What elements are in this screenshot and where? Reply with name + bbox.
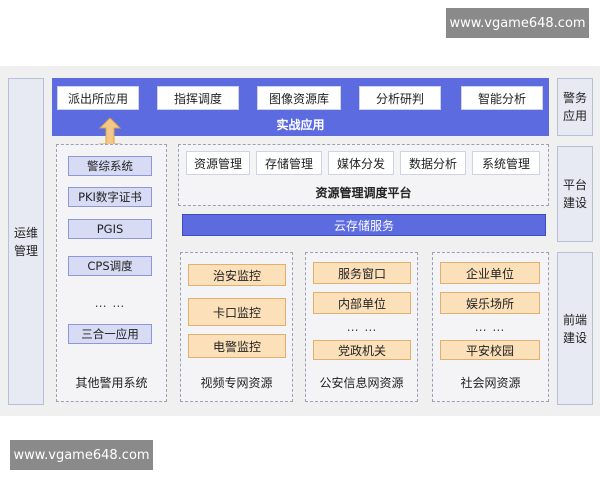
- platform-title: 资源管理调度平台: [315, 186, 412, 200]
- platform-item-3: 数据分析: [400, 151, 466, 175]
- frontend-build-bar: 前端 建设: [557, 252, 593, 405]
- police-net-item-1: 内部单位: [313, 292, 411, 314]
- police-net-ellipsis: … …: [346, 320, 378, 334]
- ops-management-bar: 运维 管理: [8, 78, 44, 405]
- police-app-line1: 警务: [562, 91, 587, 105]
- frontend-build-line1: 前端: [562, 312, 587, 327]
- social-item-last: 平安校园: [440, 340, 540, 360]
- social-net-title: 社会网资源: [460, 376, 521, 390]
- police-item-3: CPS调度: [68, 256, 152, 276]
- cloud-storage-bar: 云存储服务: [182, 214, 546, 236]
- police-net-item-0: 服务窗口: [313, 262, 411, 284]
- police-net-title: 公安信息网资源: [319, 376, 404, 390]
- police-app-bar: 警务 应用: [557, 78, 593, 136]
- video-net-title: 视频专网资源: [200, 376, 273, 390]
- police-item-1: PKI数字证书: [68, 187, 152, 207]
- platform-item-1: 存储管理: [256, 151, 322, 175]
- platform-build-line2: 建设: [562, 196, 587, 210]
- video-item-0: 治安监控: [188, 264, 286, 286]
- ops-line1: 运维: [13, 225, 38, 240]
- video-item-2: 电警监控: [188, 334, 286, 358]
- video-item-1: 卡口监控: [188, 298, 286, 326]
- frontend-build-line2: 建设: [562, 330, 587, 345]
- platform-item-4: 系统管理: [472, 151, 540, 175]
- police-ellipsis: … …: [94, 296, 126, 310]
- platform-build-line1: 平台: [562, 178, 587, 192]
- platform-item-0: 资源管理: [186, 151, 250, 175]
- platform-item-2: 媒体分发: [328, 151, 394, 175]
- combat-item-4: 智能分析: [461, 86, 543, 110]
- combat-item-0: 派出所应用: [57, 86, 139, 110]
- police-net-item-last: 党政机关: [313, 340, 411, 360]
- watermark-top: www.vgame648.com: [446, 8, 589, 38]
- social-ellipsis: … …: [474, 320, 506, 334]
- combat-item-1: 指挥调度: [157, 86, 239, 110]
- social-item-0: 企业单位: [440, 262, 540, 284]
- social-item-1: 娱乐场所: [440, 292, 540, 314]
- police-app-line2: 应用: [562, 109, 587, 123]
- police-item-2: PGIS: [68, 219, 152, 239]
- combat-item-3: 分析研判: [359, 86, 441, 110]
- police-item-last: 三合一应用: [68, 324, 152, 344]
- platform-build-bar: 平台 建设: [557, 146, 593, 242]
- combat-item-2: 图像资源库: [257, 86, 341, 110]
- other-police-title: 其他警用系统: [75, 376, 148, 390]
- police-item-0: 警综系统: [68, 156, 152, 176]
- ops-line2: 管理: [13, 243, 38, 258]
- watermark-bottom: www.vgame648.com: [10, 440, 153, 470]
- combat-title: 实战应用: [276, 118, 325, 132]
